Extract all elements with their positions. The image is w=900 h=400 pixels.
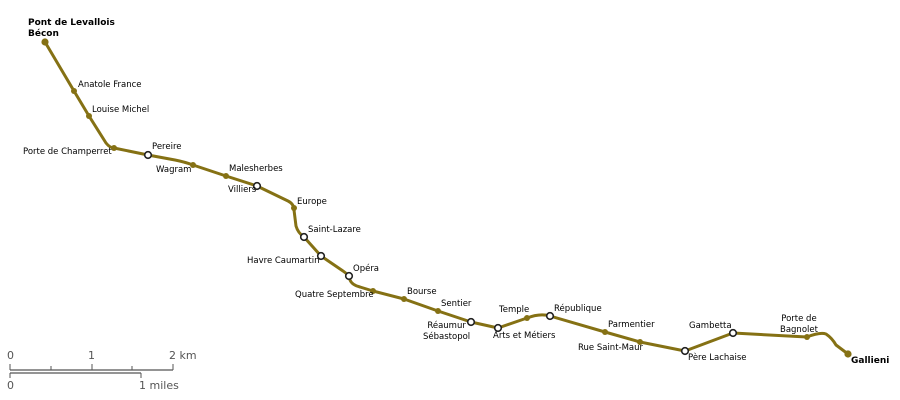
scale-mi-0: 0 bbox=[7, 379, 14, 392]
interchange-station-marker[interactable] bbox=[299, 232, 309, 242]
station-label-temple[interactable]: Temple bbox=[499, 305, 530, 315]
station-label-havre-caumartin[interactable]: Havre Caumartin bbox=[247, 256, 320, 266]
terminus-station-marker[interactable] bbox=[844, 350, 852, 358]
station-label-pereire[interactable]: Pereire bbox=[152, 142, 182, 152]
scale-km-2: 2 km bbox=[169, 349, 197, 362]
interchange-station-marker[interactable] bbox=[143, 150, 153, 160]
station-label-gallieni[interactable]: Gallieni bbox=[851, 356, 890, 366]
station-label-malesherbes[interactable]: Malesherbes bbox=[229, 164, 283, 174]
station-label-parmentier[interactable]: Parmentier bbox=[608, 320, 655, 330]
interchange-station-marker[interactable] bbox=[545, 311, 555, 321]
station-marker[interactable] bbox=[524, 315, 530, 321]
station-label-wagram[interactable]: Wagram bbox=[156, 165, 192, 175]
station-marker[interactable] bbox=[190, 162, 196, 168]
station-label-arts-et-metiers[interactable]: Arts et Métiers bbox=[493, 331, 556, 341]
station-marker[interactable] bbox=[291, 205, 297, 211]
interchange-station-marker[interactable] bbox=[728, 328, 738, 338]
station-label-saint-lazare[interactable]: Saint-Lazare bbox=[308, 225, 361, 235]
station-label-opera[interactable]: Opéra bbox=[353, 264, 380, 274]
station-label-bourse[interactable]: Bourse bbox=[407, 287, 437, 297]
station-marker[interactable] bbox=[804, 334, 810, 340]
station-label-sentier[interactable]: Sentier bbox=[441, 299, 472, 309]
station-label-europe[interactable]: Europe bbox=[297, 197, 327, 207]
station-marker[interactable] bbox=[637, 339, 643, 345]
interchange-station-marker[interactable] bbox=[680, 346, 690, 356]
station-marker[interactable] bbox=[71, 88, 77, 94]
station-label-quatre-septembre[interactable]: Quatre Septembre bbox=[295, 290, 374, 300]
station-label-porte-de-champerret[interactable]: Porte de Champerret bbox=[23, 147, 112, 157]
scale-mi-1: 1 miles bbox=[139, 379, 179, 392]
station-label-gambetta[interactable]: Gambetta bbox=[689, 321, 732, 331]
station-marker[interactable] bbox=[86, 113, 92, 119]
station-marker[interactable] bbox=[370, 288, 376, 294]
interchange-station-marker[interactable] bbox=[466, 317, 476, 327]
station-label-republique[interactable]: République bbox=[554, 304, 602, 314]
interchange-station-marker[interactable] bbox=[252, 181, 262, 191]
interchange-station-marker[interactable] bbox=[493, 323, 503, 333]
station-marker[interactable] bbox=[401, 296, 407, 302]
station-marker[interactable] bbox=[602, 329, 608, 335]
interchange-station-marker[interactable] bbox=[316, 251, 326, 261]
terminus-station-marker[interactable] bbox=[41, 38, 49, 46]
station-label-anatole-france[interactable]: Anatole France bbox=[78, 80, 142, 90]
station-label-pere-lachaise[interactable]: Père Lachaise bbox=[688, 353, 747, 363]
station-label-louise-michel[interactable]: Louise Michel bbox=[92, 105, 150, 115]
scale-km-0: 0 bbox=[7, 349, 14, 362]
scale-km-1: 1 bbox=[88, 349, 95, 362]
station-marker[interactable] bbox=[435, 308, 441, 314]
interchange-station-marker[interactable] bbox=[344, 271, 354, 281]
station-marker[interactable] bbox=[111, 145, 117, 151]
station-marker[interactable] bbox=[223, 173, 229, 179]
station-label-villiers[interactable]: Villiers bbox=[228, 185, 257, 195]
station-label-rue-saint-maur[interactable]: Rue Saint-Maur bbox=[578, 343, 644, 353]
